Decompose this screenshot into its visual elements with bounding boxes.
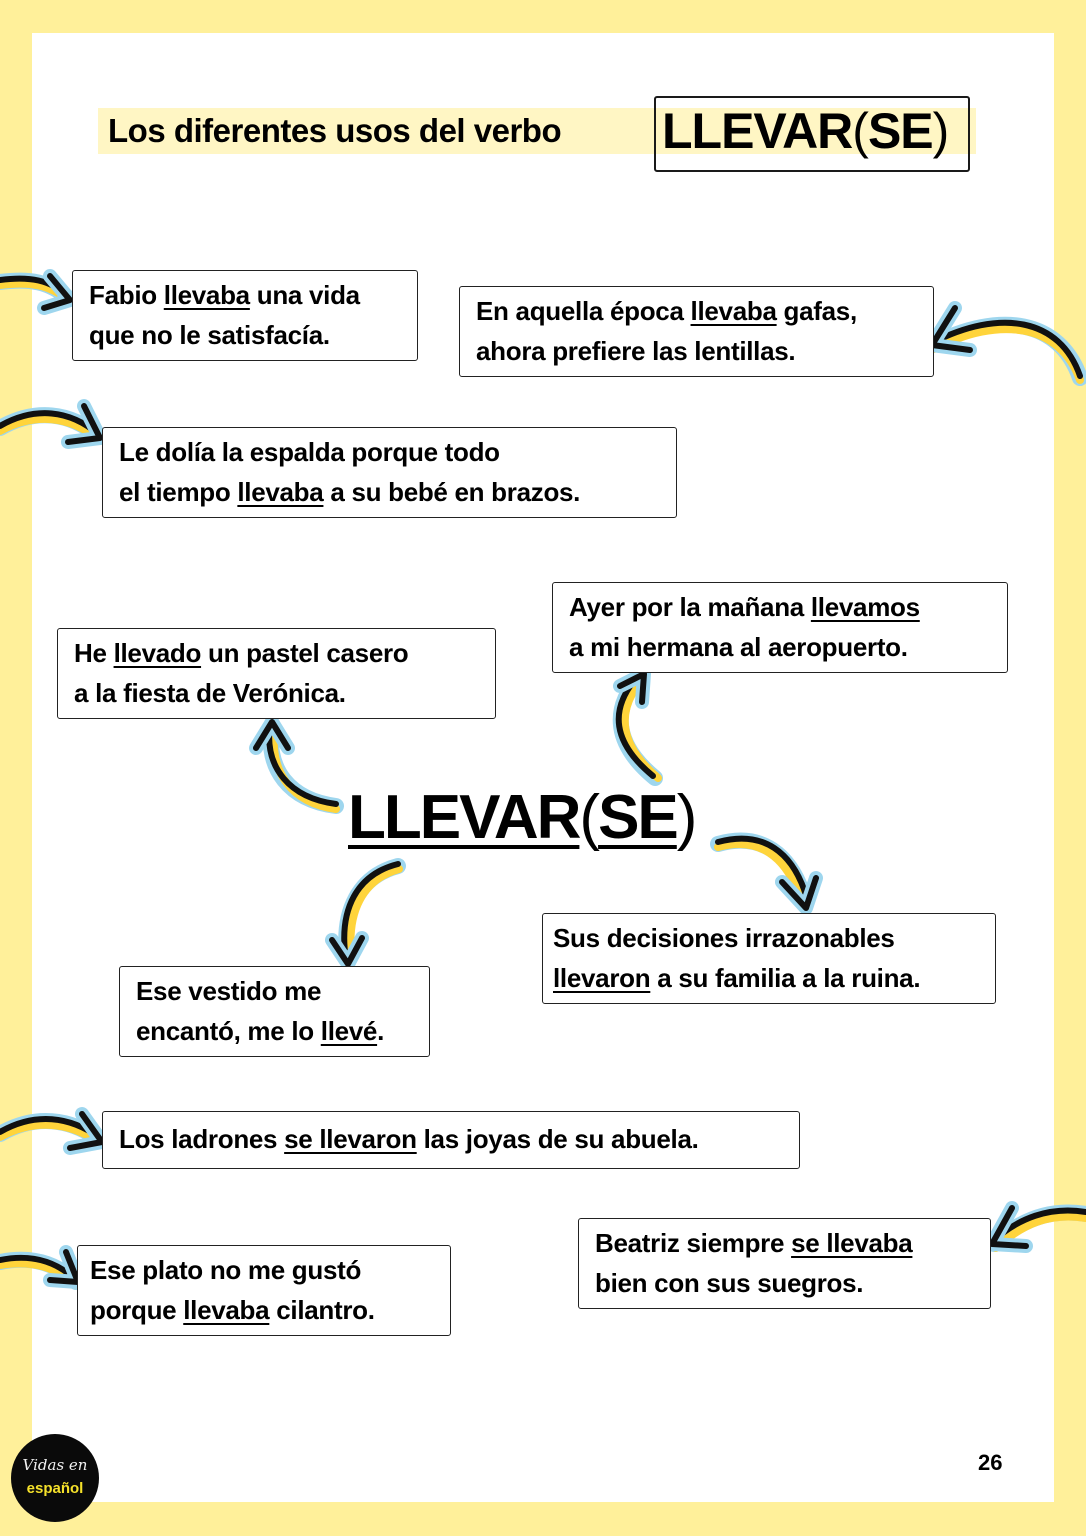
example-line: Sus decisiones irrazonables <box>553 923 895 953</box>
text: el tiempo <box>119 477 238 507</box>
example-line: Ese plato no me gustó <box>90 1255 362 1285</box>
verb-highlight: se llevaron <box>284 1124 417 1154</box>
example-card: Beatriz siempre se llevaba bien con sus … <box>578 1218 991 1309</box>
example-line: Beatriz siempre se llevaba <box>595 1223 974 1263</box>
text: porque <box>90 1295 184 1325</box>
logo-word-text: español <box>26 1480 84 1497</box>
verb-highlight: llevaba <box>237 477 324 507</box>
verb-highlight: llevé <box>320 1016 378 1046</box>
example-line: Ayer por la mañana llevamos <box>569 587 991 627</box>
verb-highlight: llevaron <box>553 963 651 993</box>
page-title: Los diferentes usos del verbo LLEVAR(SE) <box>98 96 978 172</box>
center-verb-se: SE <box>598 783 679 852</box>
verb-highlight: llevaba <box>690 296 777 326</box>
example-card: Le dolía la espalda porque todo el tiemp… <box>102 427 677 518</box>
verb-highlight: llevamos <box>810 592 920 622</box>
title-verb-main: LLEVAR <box>662 103 853 159</box>
example-line: Los ladrones se llevaron las joyas de su… <box>119 1116 783 1162</box>
example-line: ahora prefiere las lentillas. <box>476 336 796 366</box>
example-line: He llevado un pastel casero <box>74 633 479 673</box>
title-paren-close: ) <box>932 103 950 159</box>
page-number: 26 <box>978 1450 1003 1475</box>
example-line: encantó, me lo llevé. <box>136 1011 413 1051</box>
text: cilantro. <box>269 1295 375 1325</box>
text: una vida <box>249 280 360 310</box>
example-card: Ayer por la mañana llevamos a mi hermana… <box>552 582 1008 673</box>
text: Ayer por la mañana <box>569 592 811 622</box>
example-line: Fabio llevaba una vida <box>89 275 401 315</box>
logo-script-text: Vidas en <box>22 1456 88 1474</box>
text: . <box>377 1016 385 1046</box>
center-verb: LLEVAR(SE) <box>348 782 698 853</box>
example-line: Le dolía la espalda porque todo <box>119 437 500 467</box>
text: Fabio <box>89 280 164 310</box>
verb-highlight: llevaba <box>183 1295 270 1325</box>
text: He <box>74 638 114 668</box>
example-line: Ese vestido me <box>136 976 322 1006</box>
text: un pastel casero <box>201 638 409 668</box>
title-highlight <box>98 108 976 154</box>
text: gafas, <box>776 296 858 326</box>
example-card: En aquella época llevaba gafas, ahora pr… <box>459 286 934 377</box>
example-card: Los ladrones se llevaron las joyas de su… <box>102 1111 800 1169</box>
example-card: Fabio llevaba una vida que no le satisfa… <box>72 270 418 361</box>
center-paren-open: ( <box>579 783 600 852</box>
example-card: He llevado un pastel casero a la fiesta … <box>57 628 496 719</box>
text: a su bebé en brazos. <box>323 477 581 507</box>
center-verb-main: LLEVAR <box>348 783 581 852</box>
title-verb: LLEVAR(SE) <box>662 102 950 160</box>
title-paren-open: ( <box>852 103 869 159</box>
center-paren-close: ) <box>676 783 698 852</box>
title-verb-se: SE <box>867 103 934 159</box>
text: Los ladrones <box>119 1124 285 1154</box>
text: Beatriz siempre <box>595 1228 792 1258</box>
text: a su familia a la ruina. <box>650 963 921 993</box>
example-line: bien con sus suegros. <box>595 1268 864 1298</box>
text: encantó, me lo <box>136 1016 321 1046</box>
example-line: porque llevaba cilantro. <box>90 1290 434 1330</box>
text: En aquella época <box>476 296 691 326</box>
example-line: En aquella época llevaba gafas, <box>476 291 917 331</box>
example-card: Ese vestido me encantó, me lo llevé. <box>119 966 430 1057</box>
example-line: llevaron a su familia a la ruina. <box>553 958 979 998</box>
example-line: el tiempo llevaba a su bebé en brazos. <box>119 472 660 512</box>
example-card: Sus decisiones irrazonables llevaron a s… <box>542 913 996 1004</box>
example-line: que no le satisfacía. <box>89 320 330 350</box>
brand-logo: Vidas en español <box>11 1434 99 1522</box>
title-prefix: Los diferentes usos del verbo <box>108 112 562 149</box>
example-line: a mi hermana al aeropuerto. <box>569 632 908 662</box>
verb-highlight: se llevaba <box>791 1228 913 1258</box>
verb-highlight: llevado <box>113 638 202 668</box>
verb-highlight: llevaba <box>163 280 250 310</box>
title-verb-box: LLEVAR(SE) <box>654 96 970 172</box>
example-line: a la fiesta de Verónica. <box>74 678 346 708</box>
text: las joyas de su abuela. <box>416 1124 699 1154</box>
example-card: Ese plato no me gustó porque llevaba cil… <box>77 1245 451 1336</box>
